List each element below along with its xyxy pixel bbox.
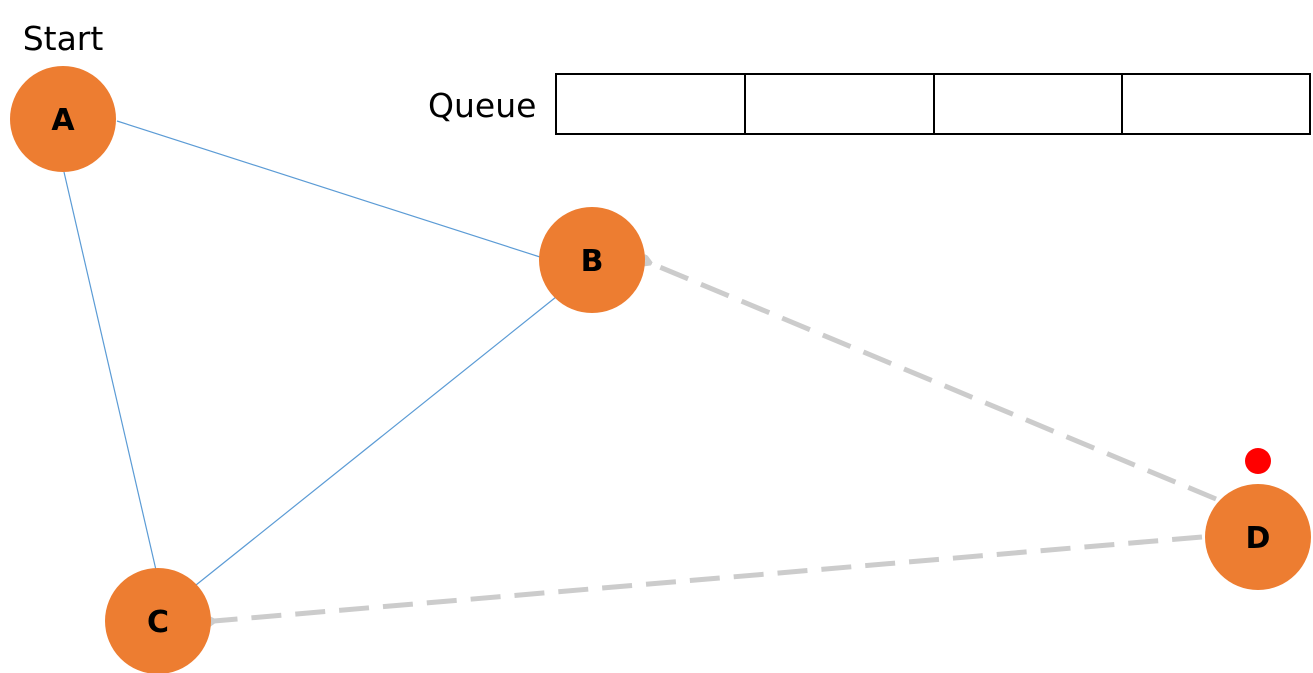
node-c-label: C	[147, 605, 169, 640]
node-b-label: B	[581, 244, 604, 279]
edge-a-c	[63, 171, 157, 571]
node-b: B	[539, 207, 645, 313]
edge-d-b-dashed-arrow	[650, 263, 1217, 502]
queue-slot	[555, 73, 746, 135]
node-d: D	[1205, 484, 1311, 590]
queue-label: Queue	[428, 86, 536, 125]
queue-slot	[1121, 73, 1311, 135]
edge-b-c	[195, 296, 557, 586]
queue-box	[555, 73, 1311, 135]
queue-slot	[744, 73, 935, 135]
edge-a-b	[116, 120, 541, 258]
start-label: Start	[23, 19, 104, 58]
current-node-marker-dot	[1245, 448, 1271, 474]
queue-slot	[933, 73, 1123, 135]
node-d-label: D	[1246, 521, 1271, 556]
edge-d-c-dashed-arrow	[214, 534, 1203, 621]
node-a: A	[10, 66, 116, 172]
node-a-label: A	[51, 103, 75, 138]
node-c: C	[105, 568, 211, 673]
